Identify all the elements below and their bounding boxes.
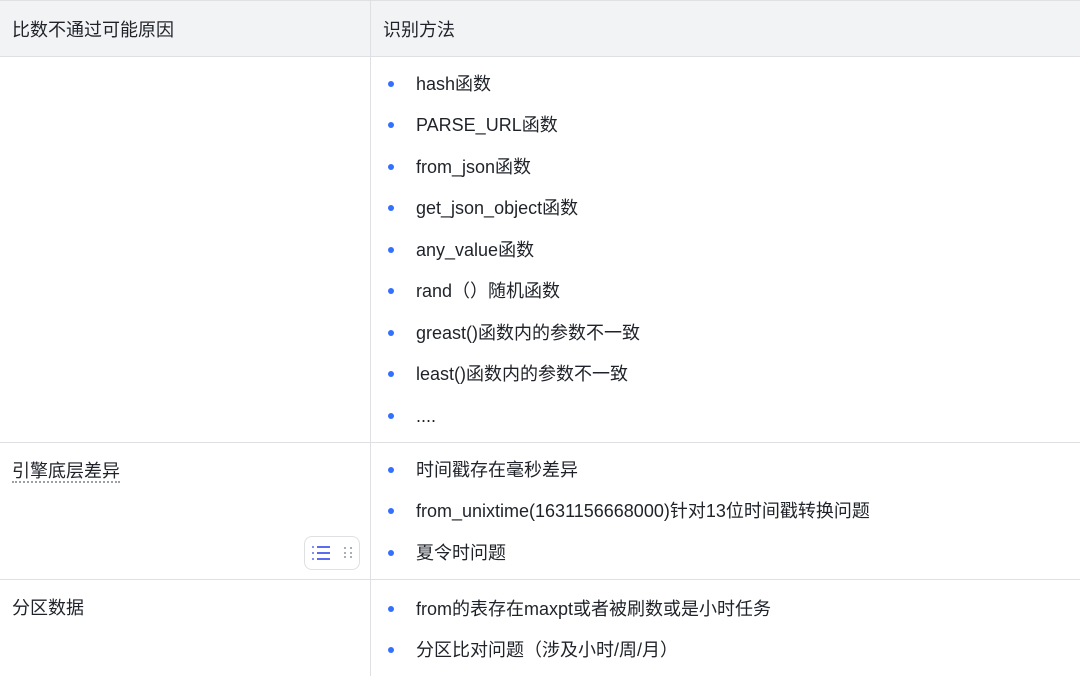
- reason-text-label: 引擎底层差异: [12, 461, 120, 483]
- table-row: 引擎底层差异 时间戳存在毫秒差异 from_unixtime(163115666…: [0, 443, 1080, 580]
- list-item: least()函数内的参数不一致: [383, 354, 1068, 396]
- table-row: hash函数 PARSE_URL函数 from_json函数 get_json_…: [0, 57, 1080, 443]
- list-item: PARSE_URL函数: [383, 105, 1068, 147]
- list-item: from_unixtime(1631156668000)针对13位时间戳转换问题: [383, 491, 1068, 533]
- method-cell[interactable]: from的表存在maxpt或者被刷数或是小时任务 分区比对问题（涉及小时/周/月…: [371, 580, 1080, 676]
- method-list: 时间戳存在毫秒差异 from_unixtime(1631156668000)针对…: [383, 449, 1068, 574]
- list-item: from的表存在maxpt或者被刷数或是小时任务: [383, 588, 1068, 630]
- reason-text: 分区数据: [12, 598, 84, 618]
- list-item: 夏令时问题: [383, 532, 1068, 574]
- list-item: 时间戳存在毫秒差异: [383, 449, 1068, 491]
- reason-text: [12, 57, 358, 73]
- header-cell-reason[interactable]: 比数不通过可能原因: [0, 1, 371, 56]
- list-item: greast()函数内的参数不一致: [383, 312, 1068, 354]
- list-item: get_json_object函数: [383, 188, 1068, 230]
- list-item: 分区比对问题（涉及小时/周/月）: [383, 630, 1068, 672]
- reason-cell[interactable]: [0, 57, 371, 442]
- bulleted-list-icon[interactable]: [312, 546, 330, 560]
- method-cell[interactable]: hash函数 PARSE_URL函数 from_json函数 get_json_…: [371, 57, 1080, 442]
- list-item: hash函数: [383, 63, 1068, 105]
- method-cell[interactable]: 时间戳存在毫秒差异 from_unixtime(1631156668000)针对…: [371, 443, 1080, 579]
- drag-handle-icon[interactable]: [344, 547, 352, 559]
- list-item: ....: [383, 395, 1068, 437]
- reason-cell[interactable]: 分区数据: [0, 580, 371, 676]
- method-list: from的表存在maxpt或者被刷数或是小时任务 分区比对问题（涉及小时/周/月…: [383, 588, 1068, 671]
- method-list: hash函数 PARSE_URL函数 from_json函数 get_json_…: [383, 63, 1068, 437]
- header-cell-method[interactable]: 识别方法: [383, 19, 455, 40]
- list-item: any_value函数: [383, 229, 1068, 271]
- block-toolbar[interactable]: [304, 536, 360, 570]
- reason-text: 引擎底层差异: [12, 443, 358, 483]
- list-item: rand（）随机函数: [383, 271, 1068, 313]
- reason-cell[interactable]: 引擎底层差异: [0, 443, 371, 579]
- table-header-row: 比数不通过可能原因 识别方法: [0, 1, 1080, 57]
- table-row: 分区数据 from的表存在maxpt或者被刷数或是小时任务 分区比对问题（涉及小…: [0, 580, 1080, 676]
- list-item: from_json函数: [383, 146, 1068, 188]
